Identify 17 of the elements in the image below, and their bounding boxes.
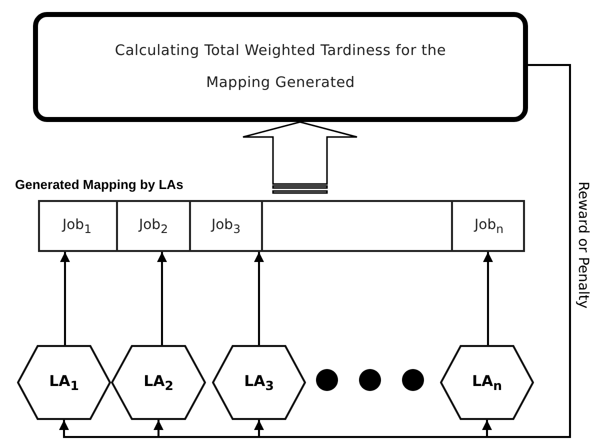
- process-box: [33, 12, 528, 122]
- arrow: [482, 64, 571, 438]
- strip-heading: Generated Mapping by LAs: [15, 177, 184, 192]
- arrow: [60, 252, 70, 345]
- job-label: Job$_{2}$: [138, 216, 168, 236]
- automaton-label: LA$_{1}$: [49, 372, 79, 393]
- arrow: [483, 252, 493, 345]
- arrow: [157, 252, 167, 345]
- automaton-label: LA$_{2}$: [144, 372, 174, 393]
- job-label: Job$_{3}$: [211, 216, 240, 236]
- box-text: Calculating Total Weighted Tardiness for the Mapping Generated: [114, 42, 448, 93]
- automaton-label: LA$_{3}$: [244, 372, 274, 393]
- arrow: [254, 252, 264, 345]
- job-label: Job$_{1}$: [62, 216, 92, 236]
- automaton-label: LA$_{n}$: [472, 372, 502, 393]
- edge-label: Reward or Penalty: [574, 181, 592, 309]
- job-label: Job$_{n}$: [474, 216, 504, 236]
